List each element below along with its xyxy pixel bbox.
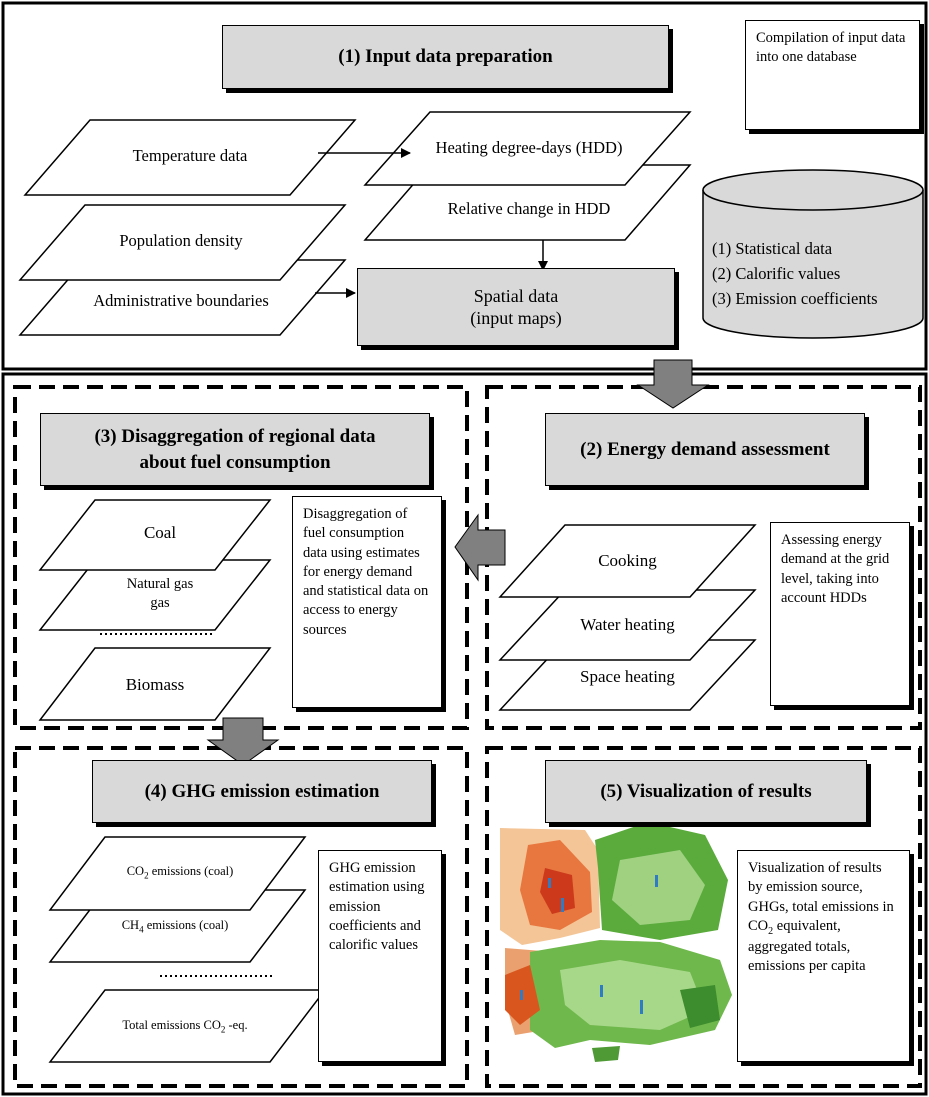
lower-frame	[1, 372, 928, 1096]
total-sub: 2	[220, 1024, 226, 1035]
visualization-note-pre: Visualization of results by emission sou…	[748, 860, 894, 934]
disaggregation-title: (3) Disaggregation of regional data abou…	[40, 413, 430, 486]
ch4-pre: CH	[121, 918, 140, 932]
section4-title-text: (4) GHG emission estimation	[144, 780, 380, 802]
section1-frame	[1, 1, 928, 371]
disaggregation-note-text: Disaggregation of fuel consumption data …	[303, 506, 429, 638]
spatial-data-line2: (input maps)	[470, 308, 562, 328]
energy-demand-title: (2) Energy demand assessment	[545, 413, 865, 486]
total-emissions-shape	[48, 989, 327, 1063]
energy-demand-note: Assessing energy demand at the grid leve…	[770, 522, 910, 706]
db-item-statistical-data: (1) Statistical data	[712, 239, 833, 258]
population-density-shape	[18, 204, 347, 281]
ch4-emissions-label: CH4 emissions (coal)	[85, 918, 265, 935]
co2-emissions-shape	[48, 836, 307, 911]
visualization-note-sub: 2	[768, 925, 774, 937]
energy-demand-note-text: Assessing energy demand at the grid leve…	[781, 532, 890, 606]
space-heating-label: Space heating	[580, 667, 675, 686]
cooking-shape	[498, 524, 757, 598]
section3-title-line1: (3) Disaggregation of regional data	[94, 425, 376, 447]
visualization-note: Visualization of results by emission sou…	[737, 850, 910, 1062]
relative-hdd-label: Relative change in HDD	[447, 199, 611, 218]
hdd-shape	[363, 111, 692, 186]
spatial-data-box: Spatial data (input maps)	[357, 268, 675, 346]
cooking-label: Cooking	[598, 551, 657, 570]
co2-post: emissions (coal)	[148, 864, 234, 878]
total-post: -eq.	[225, 1018, 248, 1032]
coal-shape	[38, 499, 272, 571]
compilation-note: Compilation of input data into one datab…	[745, 20, 920, 130]
ghg-estimation-note: GHG emission estimation using emission c…	[318, 850, 442, 1062]
down-arrow-section1-to-section2-icon	[636, 359, 710, 409]
temperature-data-label: Temperature data	[132, 146, 248, 165]
section1-title-text: (1) Input data preparation	[338, 46, 553, 68]
natural-gas-line1: Natural gas	[126, 576, 194, 592]
ch4-post: emissions (coal)	[143, 918, 229, 932]
biomass-shape	[38, 647, 272, 721]
section2-title-text: (2) Energy demand assessment	[580, 438, 830, 460]
hdd-label: Heating degree-days (HDD)	[435, 138, 623, 157]
results-map-image	[500, 822, 732, 1062]
co2-pre: CO	[126, 864, 145, 878]
co2-emissions-label: CO2 emissions (coal)	[90, 864, 270, 881]
db-item-emission-coefficients: (3) Emission coefficients	[712, 289, 878, 308]
section5-title-text: (5) Visualization of results	[600, 780, 812, 802]
visualization-title: (5) Visualization of results	[545, 760, 867, 823]
section3-title-line2: about fuel consumption	[139, 451, 331, 473]
ghg-emission-title: (4) GHG emission estimation	[92, 760, 432, 823]
coal-label: Coal	[143, 523, 177, 542]
total-emissions-label: Total emissions CO2 -eq.	[75, 1018, 295, 1035]
administrative-boundaries-label: Administrative boundaries	[93, 291, 269, 310]
co2-sub: 2	[144, 870, 149, 881]
total-pre: Total emissions CO	[122, 1018, 221, 1032]
database-cylinder-icon	[702, 169, 924, 339]
water-heating-label: Water heating	[580, 615, 675, 634]
down-arrow-section3-to-section4-icon	[206, 717, 280, 766]
natural-gas-line2: gas	[150, 594, 170, 611]
disaggregation-note: Disaggregation of fuel consumption data …	[292, 496, 442, 708]
visualization-note-post: equivalent, aggregated totals, emissions…	[748, 917, 866, 975]
input-data-preparation-title: (1) Input data preparation	[222, 25, 669, 89]
section5-panel	[485, 746, 922, 1088]
population-density-label: Population density	[119, 231, 243, 250]
ghg-estimation-note-text: GHG emission estimation using emission c…	[329, 860, 425, 954]
db-item-calorific-values: (2) Calorific values	[712, 264, 841, 283]
spatial-data-line1: Spatial data	[473, 285, 559, 306]
compilation-note-text: Compilation of input data into one datab…	[756, 30, 906, 66]
left-arrow-section2-to-section3-icon	[454, 513, 506, 582]
temperature-data-shape	[23, 119, 357, 196]
natural-gas-label: Natural gas gas	[95, 575, 225, 613]
ch4-sub: 4	[139, 924, 144, 935]
database-items: (1) Statistical data (2) Calorific value…	[712, 236, 917, 311]
biomass-label: Biomass	[125, 675, 185, 694]
